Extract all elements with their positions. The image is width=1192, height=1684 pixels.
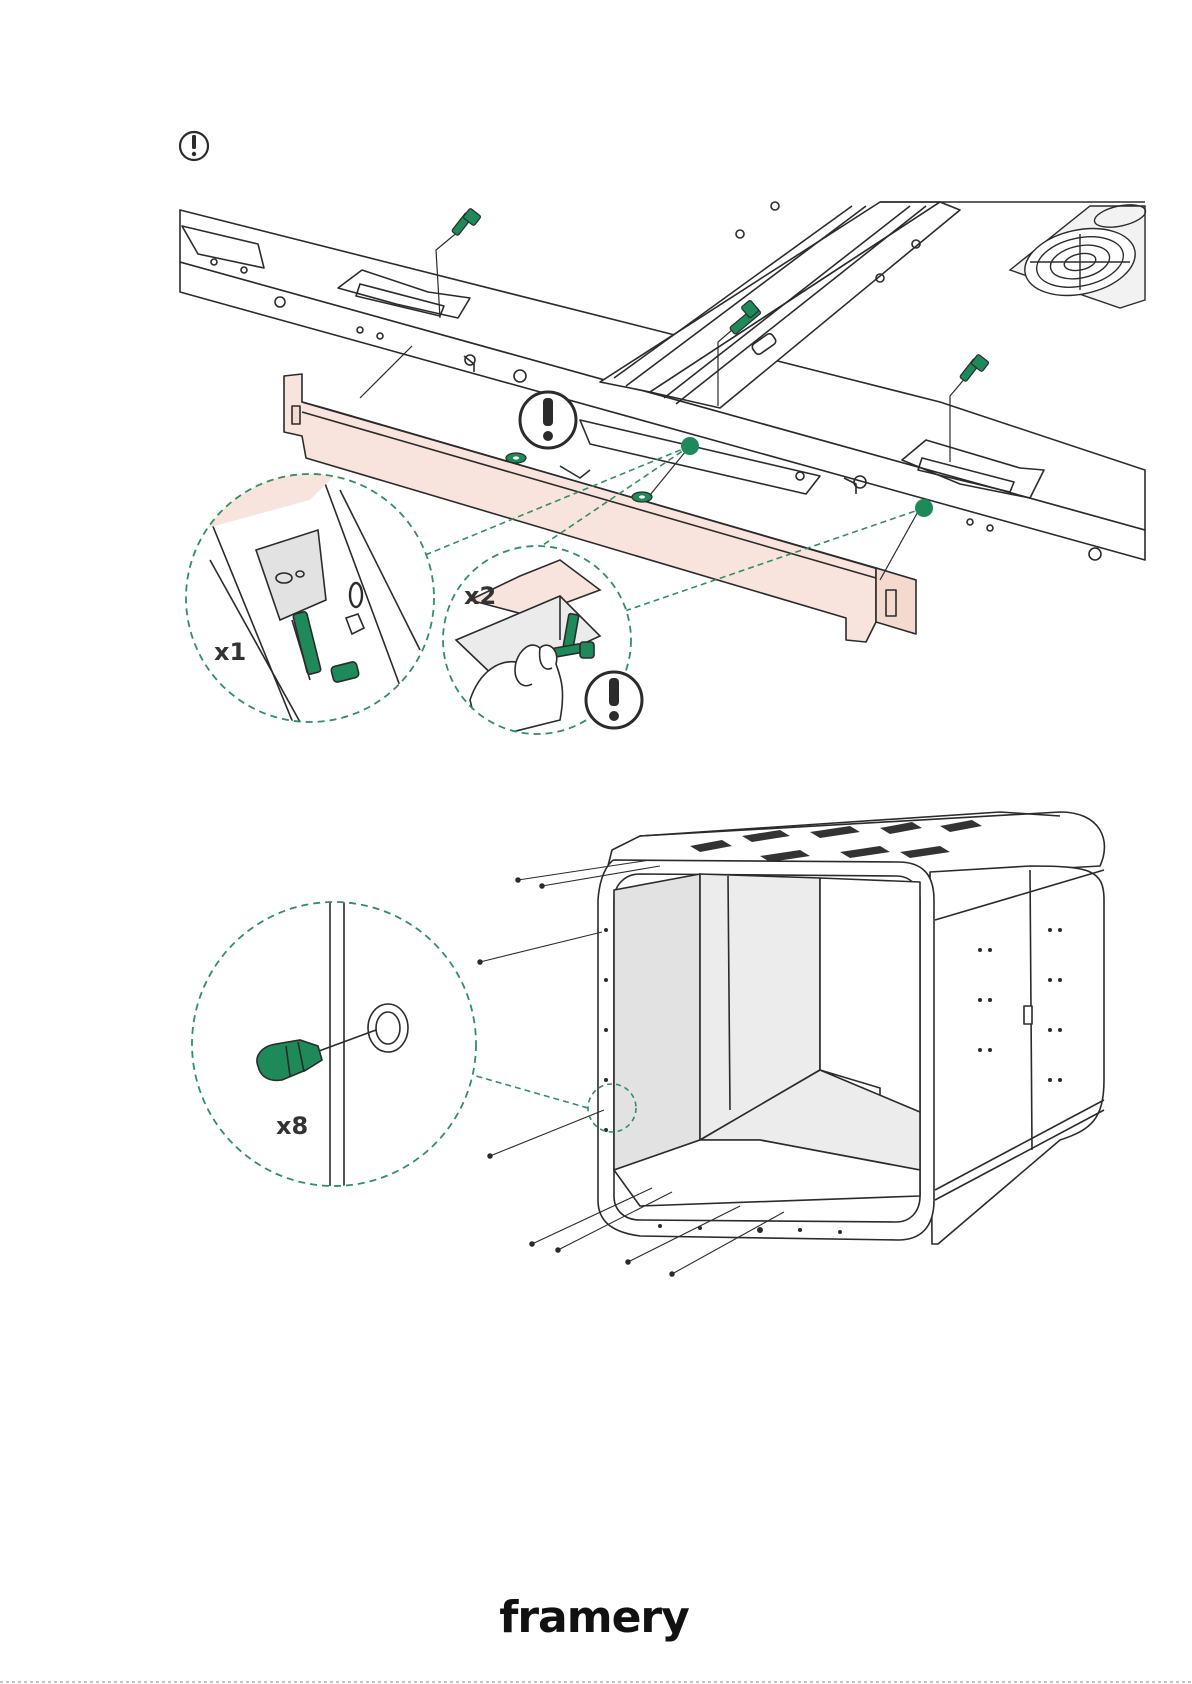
brand-logo-text: framery <box>499 1592 689 1643</box>
quantity-label: x1 <box>214 638 246 666</box>
detail-callout-bolt: x1 <box>186 470 434 740</box>
warning-icon <box>586 672 642 728</box>
fan-icon <box>1010 201 1148 308</box>
warning-icon <box>180 132 208 160</box>
callout-connector <box>476 1076 588 1108</box>
quantity-label: x8 <box>276 1112 308 1140</box>
target-dot <box>915 499 933 517</box>
detail-callout-plug: x8 <box>192 900 476 1200</box>
quantity-label: x2 <box>464 582 496 610</box>
booth-frame-illustration <box>598 812 1104 1244</box>
target-dot <box>681 437 699 455</box>
detail-callout-screws: x2 <box>443 546 642 740</box>
warning-icon <box>520 392 576 448</box>
